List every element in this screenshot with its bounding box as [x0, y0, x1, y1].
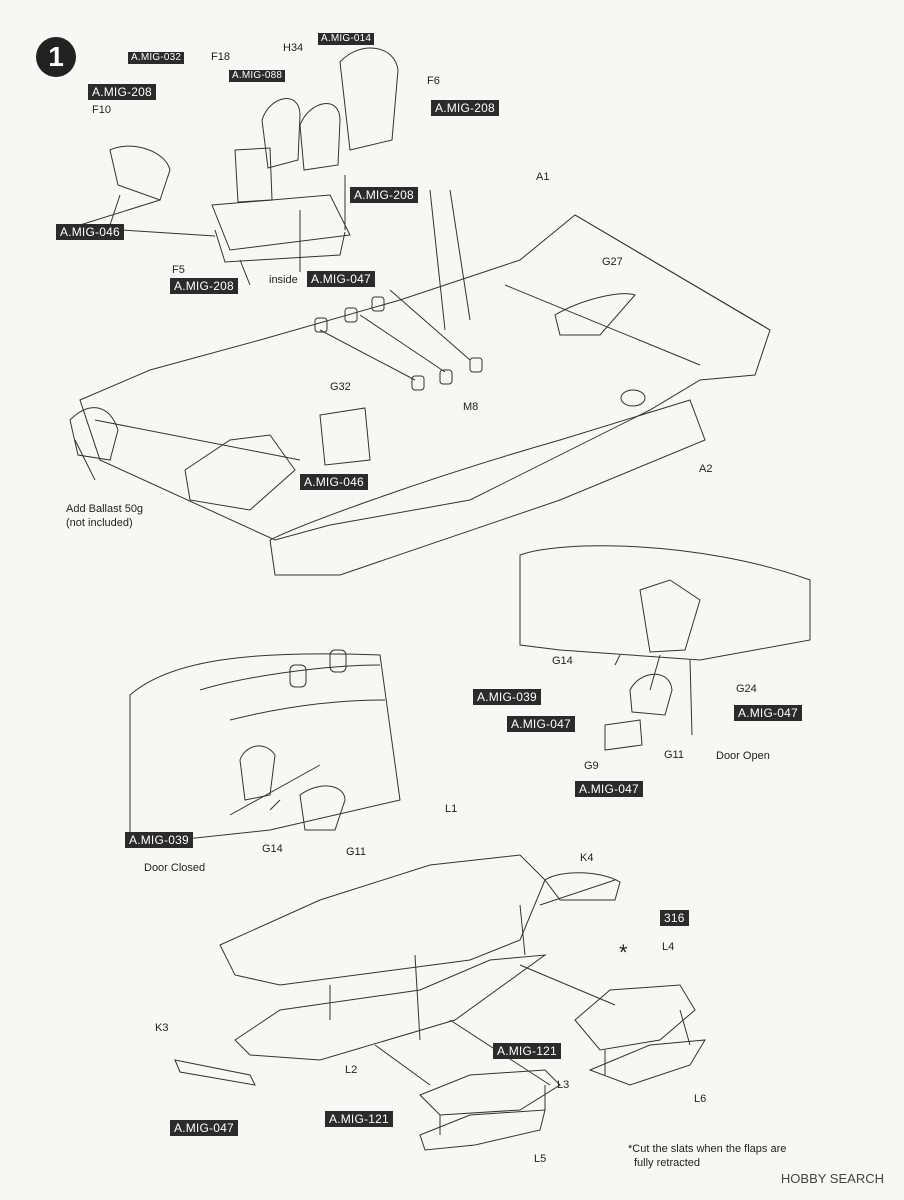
- paint-tag: A.MIG-032: [128, 52, 185, 64]
- paint-tag: A.MIG-208: [170, 278, 238, 294]
- label-f5: F5: [172, 264, 185, 276]
- ballast-note-line-1: Add Ballast 50g: [66, 503, 144, 515]
- panel-f10: [109, 145, 171, 201]
- paint-tag: A.MIG-014: [318, 33, 375, 45]
- paint-tag: A.MIG-208: [431, 100, 499, 116]
- fuselage-lower: [269, 399, 706, 576]
- door-closed-panel: [299, 785, 346, 831]
- label-g11-open: G11: [664, 749, 684, 761]
- label-l1: L1: [445, 803, 458, 815]
- fuselage-nose: [69, 407, 119, 461]
- paint-tag: A.MIG-208: [350, 187, 418, 203]
- label-f6: F6: [427, 75, 440, 87]
- paint-tag: A.MIG-046: [56, 224, 124, 240]
- seat-1: [261, 98, 301, 169]
- door-open-fuselage: [519, 545, 811, 661]
- flap-l4: [574, 984, 696, 1051]
- part-g32-box: [319, 407, 371, 466]
- label-h34: H34: [283, 42, 304, 54]
- cockpit-tub: [211, 194, 351, 263]
- door-open-hatch: [639, 579, 701, 653]
- paint-tag: A.MIG-039: [125, 832, 193, 848]
- paint-tag: A.MIG-047: [170, 1120, 238, 1136]
- label-f18: F18: [211, 51, 230, 63]
- door-closed-hatch: [239, 745, 276, 801]
- label-g14-open: G14: [552, 655, 573, 667]
- slats-note-line-1: *Cut the slats when the flaps are: [628, 1143, 787, 1155]
- label-a1: A1: [536, 171, 550, 183]
- instrument-panel-f6: [339, 47, 399, 151]
- label-k3: K3: [155, 1022, 169, 1034]
- part-g27: [554, 293, 636, 336]
- paint-tag: A.MIG-121: [325, 1111, 393, 1127]
- paint-tag: A.MIG-047: [734, 705, 802, 721]
- label-g27: G27: [602, 256, 623, 268]
- label-k4: K4: [580, 852, 594, 864]
- label-f10: F10: [92, 104, 111, 116]
- label-g9: G9: [584, 760, 599, 772]
- paint-tag: A.MIG-047: [575, 781, 643, 797]
- label-g32: G32: [330, 381, 351, 393]
- door-open-caption: Door Open: [716, 750, 770, 762]
- paint-tag: A.MIG-039: [473, 689, 541, 705]
- paint-tag: A.MIG-047: [507, 716, 575, 732]
- label-g11-closed: G11: [346, 846, 366, 858]
- label-g24: G24: [736, 683, 757, 695]
- label-m8: M8: [463, 401, 479, 413]
- paint-tag: 316: [660, 910, 689, 926]
- paint-tag: A.MIG-121: [493, 1043, 561, 1059]
- label-l6: L6: [694, 1093, 707, 1105]
- part-k4: [544, 872, 621, 901]
- fuselage-upper: [79, 214, 771, 541]
- flap-l5: [419, 1109, 546, 1151]
- label-l3: L3: [557, 1079, 570, 1091]
- door-closed-caption: Door Closed: [144, 862, 206, 874]
- door-open-panel: [629, 673, 673, 716]
- step-number-badge: 1: [36, 37, 76, 77]
- label-inside: inside: [269, 274, 298, 286]
- flap-l6: [588, 1039, 706, 1086]
- console: [234, 147, 273, 203]
- label-g14-closed: G14: [262, 843, 283, 855]
- slats-note-line-2: fully retracted: [634, 1157, 701, 1169]
- wing-upper-l1: [219, 854, 546, 986]
- paint-tag: A.MIG-047: [307, 271, 375, 287]
- label-l5: L5: [534, 1153, 547, 1165]
- label-l4: L4: [662, 941, 675, 953]
- flap-l3: [419, 1069, 561, 1116]
- wing-lower-l2: [234, 954, 547, 1061]
- label-asterisk: *: [619, 940, 628, 965]
- paint-tag: A.MIG-208: [88, 84, 156, 100]
- watermark: HOBBY SEARCH: [780, 1171, 884, 1186]
- part-k3: [174, 1059, 256, 1086]
- cockpit-lower: [184, 434, 296, 511]
- door-closed-fuselage: [129, 653, 401, 846]
- paint-tag: A.MIG-046: [300, 474, 368, 490]
- label-a2: A2: [699, 463, 713, 475]
- seat-2: [299, 103, 341, 171]
- ballast-note-line-2: (not included): [66, 517, 133, 529]
- paint-tag: A.MIG-088: [229, 70, 286, 82]
- label-l2: L2: [345, 1064, 358, 1076]
